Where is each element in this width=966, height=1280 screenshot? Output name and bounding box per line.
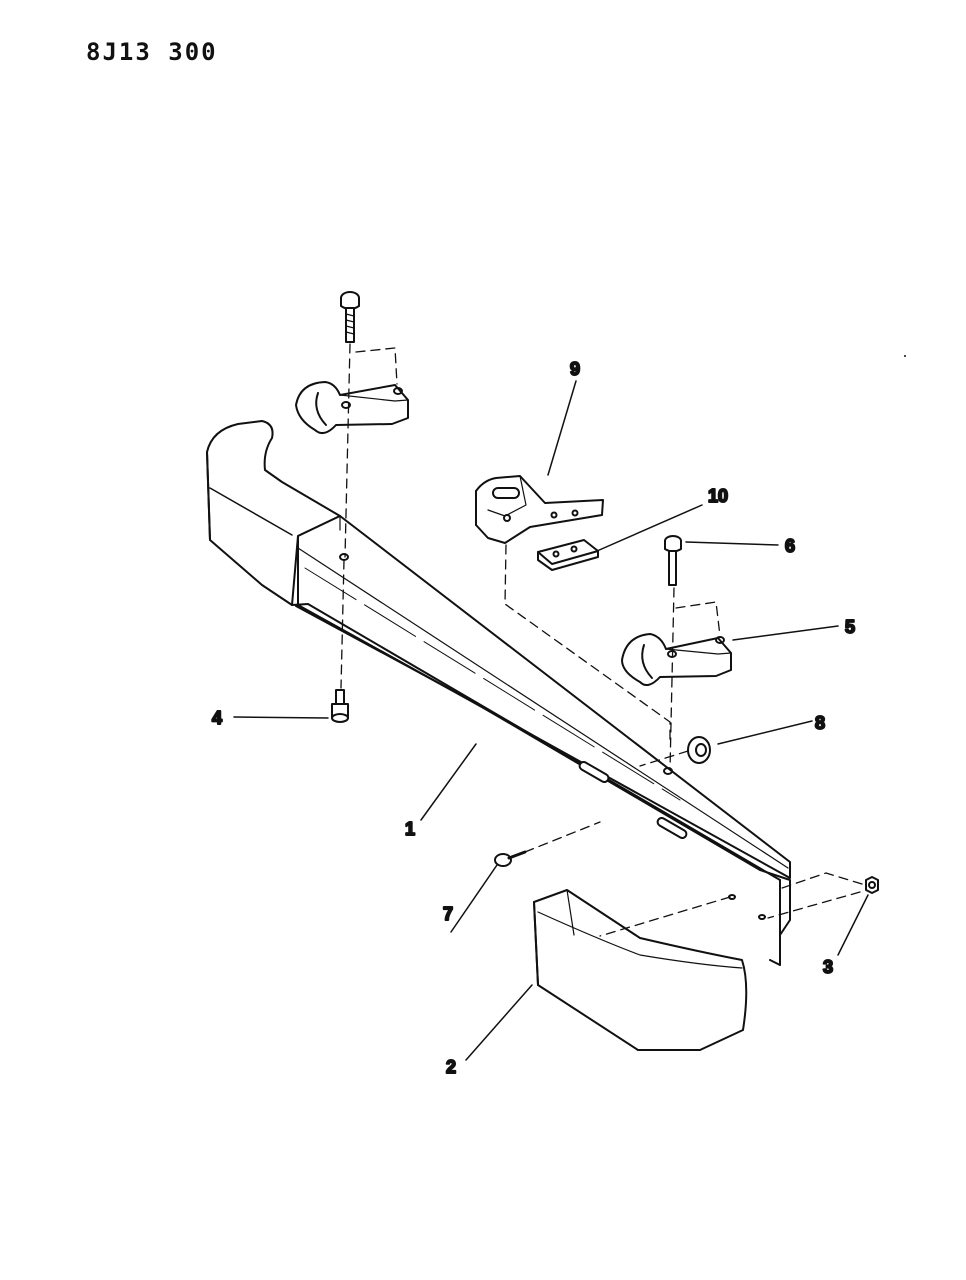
bumper-bracket-right bbox=[621, 633, 732, 687]
callout-4: 4 bbox=[212, 708, 222, 728]
assembly-lines bbox=[340, 343, 863, 937]
callout-10: 10 bbox=[708, 486, 728, 506]
drawing-code: 8J13 300 bbox=[86, 38, 218, 66]
callout-8: 8 bbox=[815, 713, 825, 733]
callout-9: 9 bbox=[570, 359, 580, 379]
nut-3 bbox=[865, 876, 879, 894]
callout-5: 5 bbox=[845, 617, 855, 637]
leader-lines bbox=[233, 380, 869, 1061]
bolt-6 bbox=[664, 535, 682, 586]
callout-1: 1 bbox=[405, 819, 415, 839]
callout-2: 2 bbox=[446, 1057, 456, 1077]
bumper-bar bbox=[206, 420, 791, 966]
angle-bracket bbox=[475, 475, 604, 544]
callout-6: 6 bbox=[785, 536, 795, 556]
bolt-upper-left bbox=[340, 291, 360, 343]
bolt-4 bbox=[331, 689, 349, 723]
callout-3: 3 bbox=[823, 957, 833, 977]
bumper-end-cap bbox=[533, 889, 748, 1051]
backing-plate bbox=[537, 539, 599, 571]
callout-7: 7 bbox=[443, 904, 453, 924]
screw-7 bbox=[494, 850, 527, 867]
bumper-bracket-left bbox=[295, 381, 409, 435]
grommet-8 bbox=[687, 736, 711, 764]
speck bbox=[904, 355, 906, 357]
